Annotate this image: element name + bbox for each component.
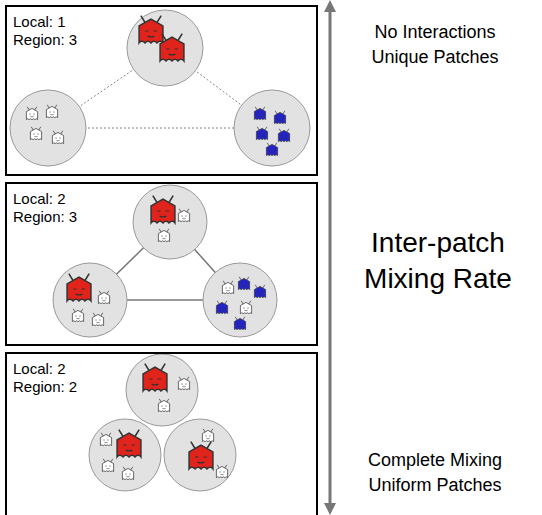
panel-label: Region: 3 [7,208,316,226]
axis-label: No Interactions Unique Patches [350,20,520,70]
axis-label: Inter-patch Mixing Rate [352,225,524,297]
panel-label: Region: 2 [7,378,316,396]
patch-panel: Local: 2Region: 2 [5,352,318,515]
panel-label: Local: 1 [7,7,316,31]
panel-label: Local: 2 [7,354,316,378]
patch-panel: Local: 1Region: 3 [5,5,318,176]
panel-label: Region: 3 [7,31,316,49]
axis-label: Complete Mixing Uniform Patches [350,448,520,498]
patch-panel: Local: 2Region: 3 [5,182,318,346]
panel-label: Local: 2 [7,184,316,208]
